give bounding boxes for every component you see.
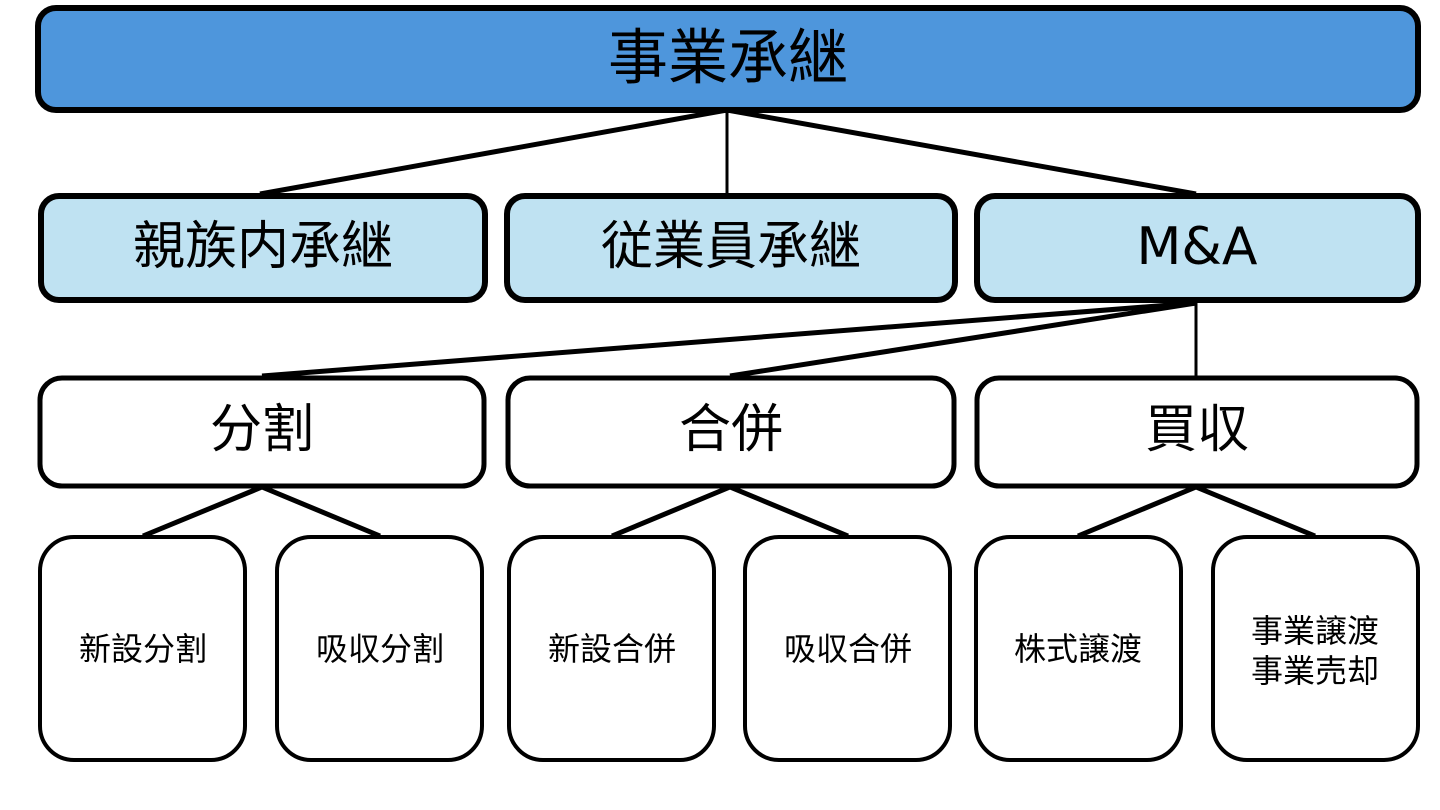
edge-merger-to-absorb-merger bbox=[729, 484, 849, 539]
edge-root-to-mna bbox=[726, 107, 1197, 197]
connector-group-mna bbox=[261, 300, 1198, 379]
node-absorb-split[interactable]: 吸収分割 bbox=[275, 535, 484, 762]
node-split-label: 分割 bbox=[210, 400, 314, 460]
node-root[interactable]: 事業承継 bbox=[35, 5, 1421, 113]
node-root-label: 事業承継 bbox=[608, 24, 848, 94]
node-new-merger[interactable]: 新設合併 bbox=[507, 535, 716, 762]
node-employee[interactable]: 従業員承継 bbox=[504, 193, 958, 303]
node-acquisition-shape[interactable] bbox=[974, 375, 1420, 489]
node-new-merger-shape[interactable] bbox=[507, 535, 716, 762]
node-family[interactable]: 親族内承継 bbox=[38, 193, 488, 303]
node-absorb-merger[interactable]: 吸収合併 bbox=[743, 535, 952, 762]
node-business-transfer-label-line2: 事業売却 bbox=[1251, 652, 1379, 690]
edge-acquisition-to-share-transfer bbox=[1077, 484, 1197, 539]
node-new-split-shape[interactable] bbox=[38, 535, 247, 762]
connector-group-split bbox=[142, 484, 381, 539]
node-family-label: 親族内承継 bbox=[133, 217, 393, 277]
node-acquisition-label: 買収 bbox=[1145, 400, 1249, 460]
edge-mna-to-merger bbox=[729, 300, 1197, 379]
node-business-transfer[interactable]: 事業譲渡 事業売却 bbox=[1211, 535, 1420, 762]
node-share-transfer-shape[interactable] bbox=[974, 535, 1183, 762]
node-share-transfer[interactable]: 株式譲渡 bbox=[974, 535, 1183, 762]
node-absorb-split-shape[interactable] bbox=[275, 535, 484, 762]
node-mna-shape[interactable] bbox=[974, 193, 1421, 303]
node-employee-label: 従業員承継 bbox=[601, 217, 861, 277]
edge-split-to-new-split bbox=[142, 484, 263, 539]
node-acquisition[interactable]: 買収 bbox=[974, 375, 1420, 489]
node-employee-shape[interactable] bbox=[504, 193, 958, 303]
node-merger-shape[interactable] bbox=[505, 375, 957, 489]
edge-merger-to-new-merger bbox=[611, 484, 731, 539]
edge-root-to-family bbox=[259, 107, 728, 197]
edge-mna-to-split bbox=[261, 300, 1197, 379]
connector-group-root bbox=[259, 107, 1197, 197]
node-absorb-merger-label: 吸収合併 bbox=[784, 630, 912, 668]
node-new-merger-label: 新設合併 bbox=[548, 630, 676, 668]
node-absorb-merger-shape[interactable] bbox=[743, 535, 952, 762]
node-absorb-split-label: 吸収分割 bbox=[316, 630, 444, 668]
node-split-shape[interactable] bbox=[37, 375, 487, 489]
node-root-shape[interactable] bbox=[35, 5, 1421, 113]
node-split[interactable]: 分割 bbox=[37, 375, 487, 489]
node-business-transfer-label-line1: 事業譲渡 bbox=[1251, 612, 1379, 650]
node-mna-label: M&A bbox=[1137, 217, 1258, 277]
node-share-transfer-label: 株式譲渡 bbox=[1014, 630, 1142, 668]
node-merger-label: 合併 bbox=[679, 400, 783, 460]
node-mna[interactable]: M&A bbox=[974, 193, 1421, 303]
connector-group-merger bbox=[611, 484, 849, 539]
edge-acquisition-to-business-transfer bbox=[1195, 484, 1316, 539]
edge-split-to-absorb-split bbox=[261, 484, 381, 539]
node-family-shape[interactable] bbox=[38, 193, 488, 303]
node-new-split-label: 新設分割 bbox=[79, 630, 207, 668]
node-new-split[interactable]: 新設分割 bbox=[38, 535, 247, 762]
node-merger[interactable]: 合併 bbox=[505, 375, 957, 489]
node-business-transfer-shape[interactable] bbox=[1211, 535, 1420, 762]
connector-group-acquisition bbox=[1077, 484, 1316, 539]
